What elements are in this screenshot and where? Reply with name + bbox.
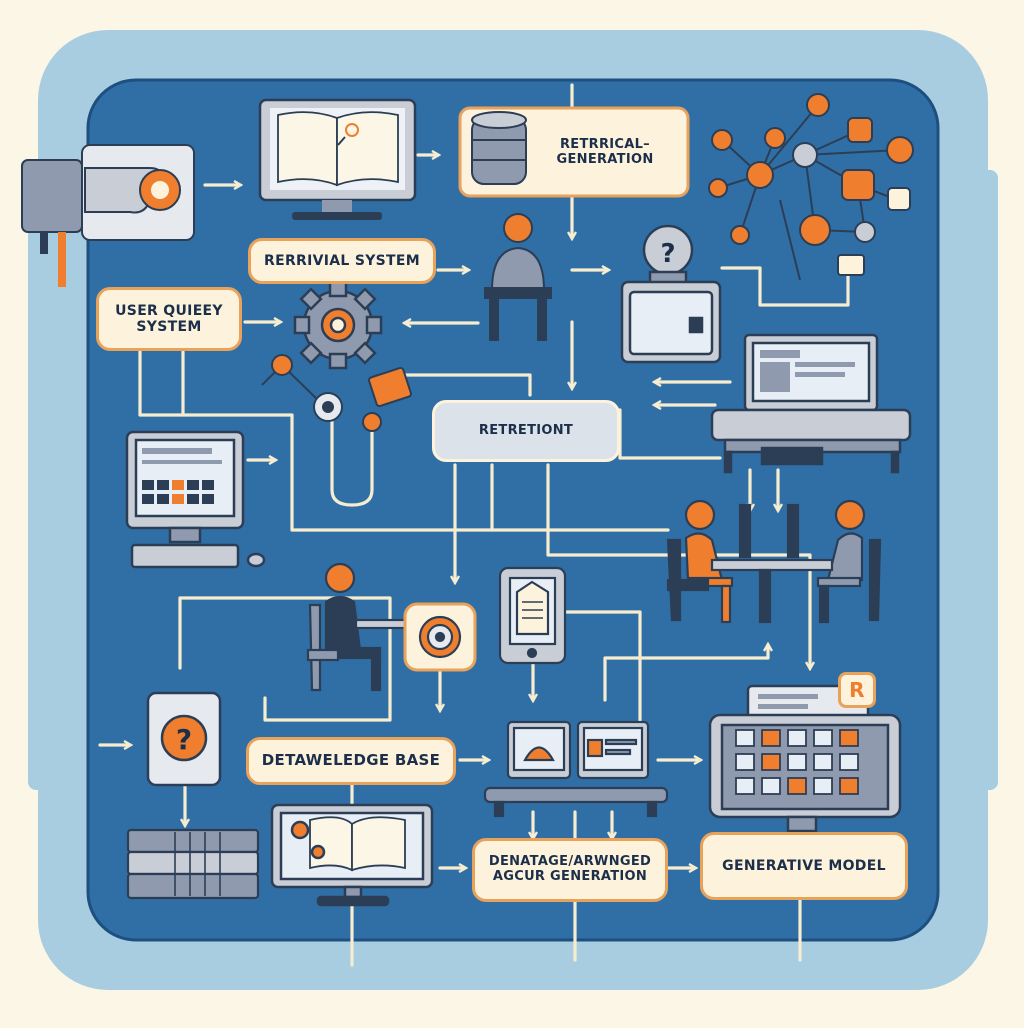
people-at-table <box>666 499 882 624</box>
database-icon <box>458 106 690 198</box>
desk-monitors <box>483 720 669 818</box>
monitor-left <box>125 430 266 569</box>
question-tablet <box>146 691 222 787</box>
book-stack <box>126 828 260 900</box>
label-retretiont: RETRETIONT <box>432 400 620 462</box>
gear-badge <box>403 602 477 672</box>
generative-model-device <box>708 684 902 833</box>
label-retrieval-system: RERRIVIAL SYSTEM <box>248 238 436 284</box>
network-graph <box>708 93 914 281</box>
person-seated-left <box>306 562 408 692</box>
gear-nodes <box>261 354 412 432</box>
connectors <box>98 83 850 967</box>
hand-card-reader <box>21 144 195 287</box>
frame-side-tab-right <box>968 170 998 790</box>
line-gear-to-retretiont <box>393 373 532 397</box>
label-retrieval-generation: RETRRICAL– GENERATION <box>556 137 654 167</box>
tablet-doc <box>498 566 567 665</box>
line-machine-to-network <box>720 266 850 307</box>
question-mark-tablet: ? <box>176 723 192 756</box>
question-machine <box>620 224 722 364</box>
label-generative-model: GENERATIVE MODEL <box>700 832 908 900</box>
badge-r: R <box>838 672 876 708</box>
laptop-book <box>270 803 434 907</box>
question-mark-machine: ? <box>660 239 675 269</box>
line-left-loop <box>138 348 670 532</box>
frame-side-tab-left <box>28 170 56 790</box>
monitor-right <box>743 333 879 412</box>
gear-icon <box>293 280 383 370</box>
line-left-bracket <box>178 596 392 722</box>
label-augmented-generation: DENATAGE/ARWNGED AGCUR GENERATION <box>472 838 668 902</box>
person-center <box>484 213 552 341</box>
line-to-model <box>603 645 768 702</box>
label-user-query-system: USER QUIEEY SYSTEM <box>96 287 242 351</box>
book-monitor <box>258 98 417 220</box>
line-hook <box>330 416 374 507</box>
label-knowledge-base: DETAWELEDGE BASE <box>246 737 456 785</box>
line-tablet-right <box>563 610 642 747</box>
printer-right <box>710 408 912 474</box>
